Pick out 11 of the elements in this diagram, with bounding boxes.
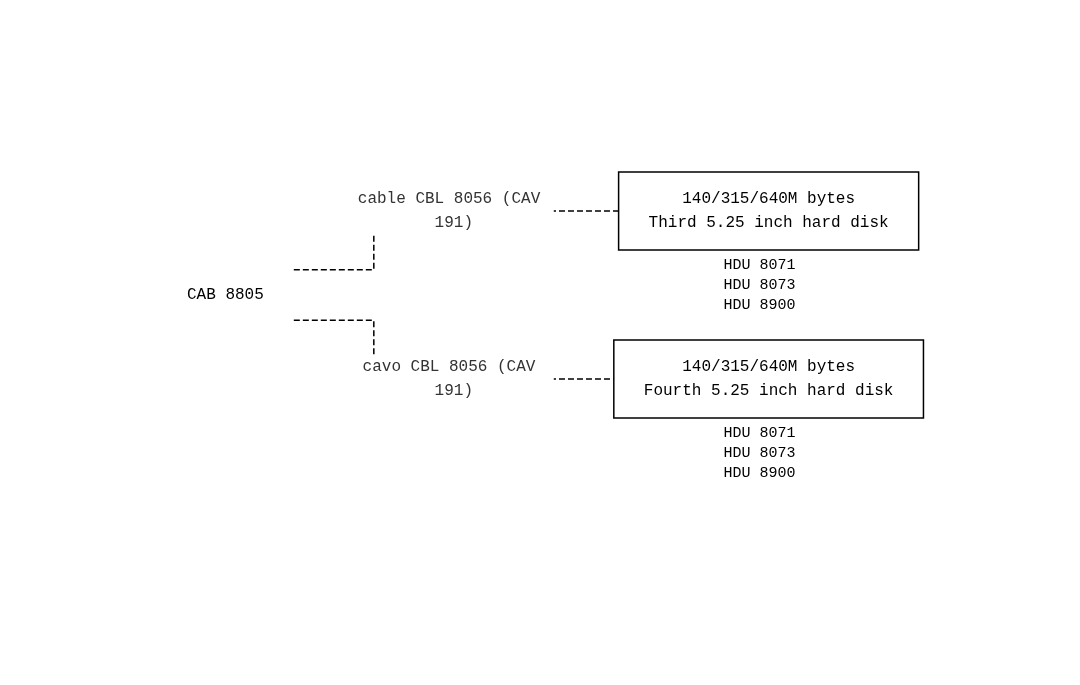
- node-box: 140/315/640M bytes Third 5.25 inch hard disk: [617, 171, 920, 251]
- edge-label: cable CBL 8056 (CAV 191): [357, 190, 540, 232]
- model-number: HDU 8900: [723, 464, 796, 484]
- model-number: HDU 8073: [723, 276, 796, 296]
- node-text: CAB 8805: [186, 286, 264, 304]
- node-box: 140/315/640M bytes Fourth 5.25 inch hard disk: [612, 339, 924, 419]
- edge-label: cavo CBL 8056 (CAV 191): [362, 358, 536, 400]
- model-number: HDU 8071: [723, 256, 796, 276]
- model-number: HDU 8900: [723, 296, 796, 316]
- model-number: HDU 8071: [723, 424, 796, 444]
- model-number: HDU 8073: [723, 444, 796, 464]
